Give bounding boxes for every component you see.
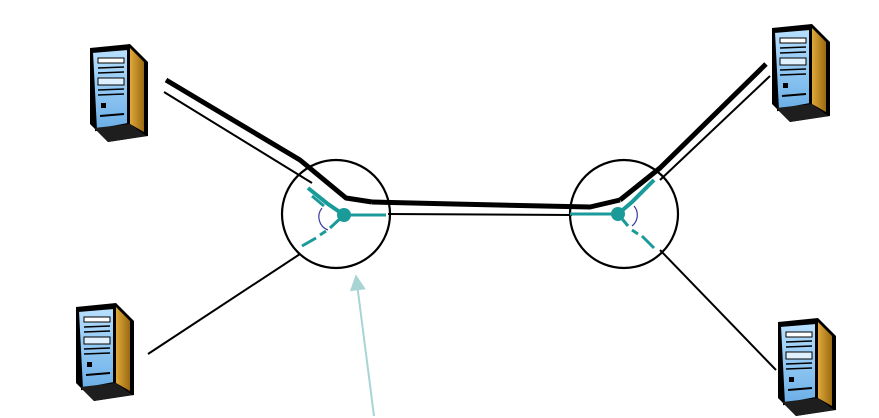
link-host-bottom-left-to-router-left [147, 253, 301, 355]
desktop-tower-computer-icon [89, 43, 149, 143]
desktop-tower-computer-icon [777, 317, 837, 417]
router-left [280, 158, 392, 270]
link-host-top-left-to-router-left-highlight [164, 77, 373, 205]
link-router-right-to-host-bottom-right [659, 249, 777, 371]
desktop-tower-computer-icon [771, 23, 831, 123]
pointer-arrow [349, 274, 375, 417]
link-router-left-to-router-right-highlight [371, 197, 621, 210]
link-router-right-to-host-top-right [659, 75, 771, 181]
switch-fabric-icon [301, 186, 386, 248]
router-right [568, 158, 680, 270]
link-router-right-to-host-top-right-highlight [618, 62, 768, 202]
desktop-tower-computer-icon [75, 302, 135, 402]
link-host-top-left-to-router-left [163, 91, 313, 184]
link-router-left-to-router-right [387, 213, 573, 216]
network-links [147, 62, 777, 371]
switch-fabric-icon [570, 178, 656, 250]
